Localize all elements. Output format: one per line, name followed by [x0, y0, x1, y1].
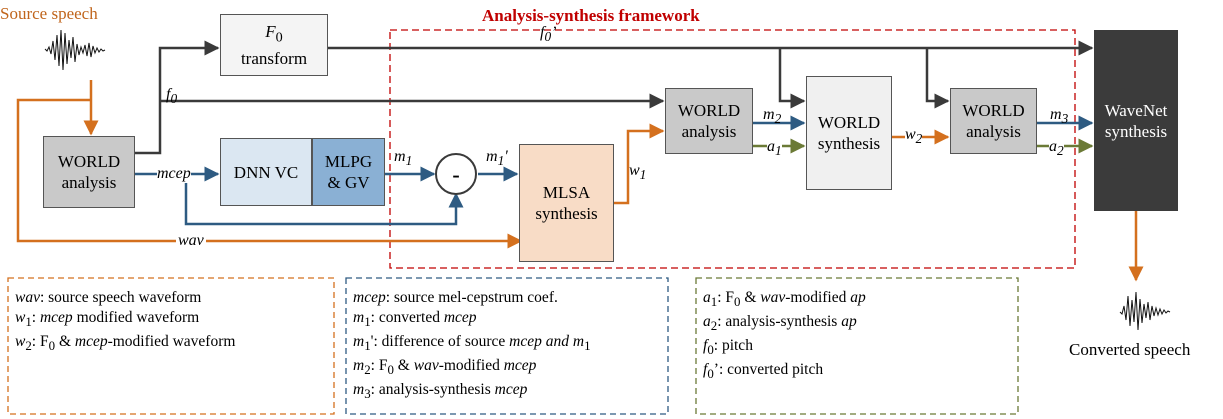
a1-label: a1: [767, 138, 782, 161]
legend-ap-pitch: a1: F0 & wav-modified ap a2: analysis-sy…: [697, 286, 1017, 386]
subtract-node: [435, 153, 477, 195]
world-synthesis-box: WORLD synthesis: [806, 76, 892, 190]
mlpg-gv-box: MLPG & GV: [312, 138, 385, 206]
m3-label: m3: [1050, 106, 1069, 127]
source-waveform-icon: [44, 29, 106, 71]
f0-label: f0: [166, 86, 178, 107]
f0-prime-label: f0’: [540, 24, 557, 45]
world-analysis-box-right: WORLD analysis: [950, 88, 1037, 154]
converted-speech-title: Converted speech: [1069, 340, 1191, 359]
source-speech-title: Source speech: [0, 4, 98, 23]
f0-transform-box: F0 transform: [220, 14, 328, 76]
w2-label: w2: [905, 126, 923, 149]
legend-item: mcep: source mel-cepstrum coef.: [353, 289, 558, 306]
converted-waveform-icon: [1119, 291, 1171, 331]
framework-boundary: [389, 29, 1076, 269]
world-analysis-box-left: WORLD analysis: [43, 136, 135, 208]
legend-box-3: [695, 277, 1019, 415]
legend-item: f0’: converted pitch: [703, 361, 824, 382]
m2-label: m2: [763, 106, 782, 127]
dnn-vc-box: DNN VC: [220, 138, 312, 206]
wav-label: wav: [176, 232, 206, 250]
m1-prime-label: m1': [486, 148, 508, 169]
legend-item: wav: source speech waveform: [15, 289, 202, 306]
w1-label: w1: [629, 162, 647, 183]
legend-item: a1: F0 & wav-modified ap: [703, 289, 866, 310]
world-analysis-box-mid: WORLD analysis: [665, 88, 753, 154]
legend-item: m1': difference of source mcep and m1: [353, 333, 591, 354]
legend-item: m3: analysis-synthesis mcep: [353, 381, 528, 402]
subtract-symbol: -: [452, 161, 460, 187]
mcep-label: mcep: [157, 165, 191, 183]
legend-item: m2: F0 & wav-modified mcep: [353, 357, 537, 378]
legend-item: a2: analysis-synthesis ap: [703, 313, 857, 334]
legend-item: w1: mcep modified waveform: [15, 309, 200, 330]
legend-item: f0: pitch: [703, 337, 753, 358]
legend-item: m1: converted mcep: [353, 309, 477, 330]
legend-box-2: [345, 277, 669, 415]
m1-label: m1: [394, 148, 413, 169]
legend-waveforms: wav: source speech waveform w1: mcep mod…: [9, 286, 333, 358]
framework-title: Analysis-synthesis framework: [482, 6, 700, 25]
wavenet-synthesis-box: WaveNet synthesis: [1094, 30, 1178, 211]
mlsa-synthesis-box: MLSA synthesis: [519, 144, 614, 262]
legend-mcep: mcep: source mel-cepstrum coef. m1: conv…: [347, 286, 667, 406]
a2-label: a2: [1049, 138, 1064, 161]
legend-item: w2: F0 & mcep-modified waveform: [15, 333, 236, 354]
legend-box-1: [7, 277, 335, 415]
